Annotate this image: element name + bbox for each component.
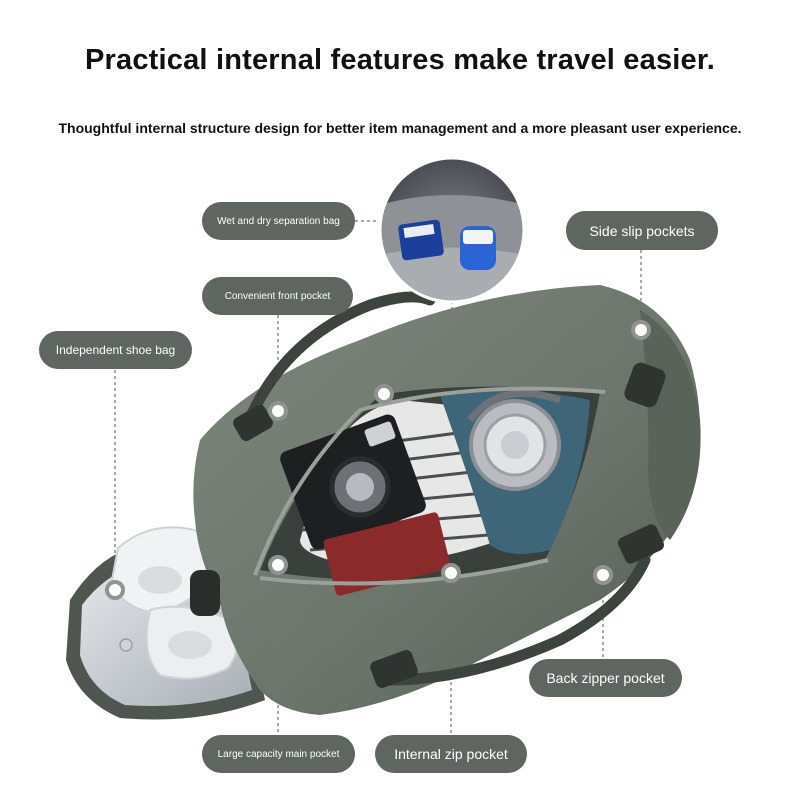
callout-back-zipper: Back zipper pocket [529, 659, 682, 697]
callout-internal-zip: Internal zip pocket [375, 735, 527, 773]
main-opening [253, 386, 606, 596]
wet-dry-detail-circle [378, 156, 526, 304]
marker-back-zipper [593, 565, 613, 585]
callout-main-pocket-label: Large capacity main pocket [217, 748, 340, 760]
marker-side-slip [631, 320, 651, 340]
callout-shoe-bag-label: Independent shoe bag [55, 343, 176, 357]
callout-front-pocket-label: Convenient front pocket [224, 290, 331, 302]
callout-front-pocket: Convenient front pocket [202, 277, 353, 315]
headline: Practical internal features make travel … [84, 44, 716, 76]
callout-back-zipper-label: Back zipper pocket [546, 670, 665, 686]
marker-internal-zip [441, 563, 461, 583]
subheadline: Thoughtful internal structure design for… [58, 120, 742, 136]
marker-front-pocket [268, 401, 288, 421]
callout-internal-zip-label: Internal zip pocket [394, 746, 508, 762]
callout-wet-dry-label: Wet and dry separation bag [217, 215, 340, 227]
marker-shoe-bag [105, 580, 125, 600]
callout-shoe-bag: Independent shoe bag [39, 331, 192, 369]
callout-side-slip: Side slip pockets [566, 211, 718, 250]
marker-wet-dry [374, 384, 394, 404]
marker-main-pocket [268, 555, 288, 575]
callout-main-pocket: Large capacity main pocket [202, 735, 355, 773]
callout-markers [105, 320, 651, 600]
callout-side-slip-label: Side slip pockets [589, 222, 695, 239]
callout-wet-dry-bag: Wet and dry separation bag [202, 202, 355, 240]
